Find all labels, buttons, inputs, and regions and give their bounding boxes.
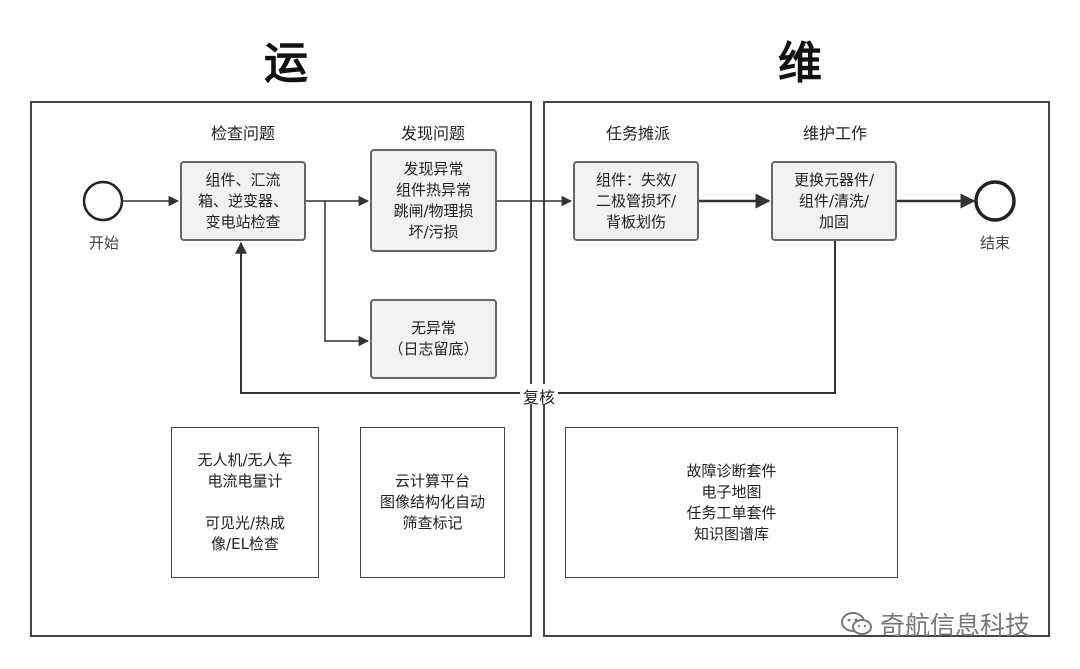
cloud-box: 云计算平台 图像结构化自动 筛查标记 [360, 427, 505, 578]
arrow-inspect-normal [324, 201, 370, 347]
suite-box: 故障诊断套件 电子地图 任务工单套件 知识图谱库 [565, 427, 898, 578]
lane-discover: 发现问题 [401, 124, 466, 143]
normal-box: 无异常 （日志留底） [370, 299, 497, 379]
task-box: 组件：失效/ 二极管损坏/ 背板划伤 [573, 161, 699, 241]
wechat-icon [841, 612, 872, 635]
end-label: 结束 [980, 234, 1011, 252]
end-node [974, 180, 1016, 222]
review-label: 复核 [523, 388, 556, 407]
watermark: 奇航信息科技 [840, 606, 1030, 642]
title-operation: 运 [264, 38, 308, 89]
arrow-review-loop [235, 241, 836, 394]
inspect-box: 组件、汇流 箱、逆变器、 变电站检查 [180, 161, 306, 241]
title-maintenance: 维 [778, 38, 822, 89]
lane-maintenance: 维护工作 [803, 124, 868, 143]
maint-box: 更换元器件/ 组件/清洗/ 加固 [771, 161, 897, 241]
start-node [82, 180, 124, 222]
lane-inspect: 检查问题 [211, 124, 276, 143]
watermark-text: 奇航信息科技 [880, 611, 1031, 640]
found-box: 发现异常 组件热异常 跳闸/物理损 坏/污损 [370, 149, 497, 252]
start-label: 开始 [89, 234, 120, 252]
lane-dispatch: 任务摊派 [606, 124, 671, 143]
tools-box: 无人机/无人车 电流电量计 可见光/热成 像/EL检查 [171, 427, 319, 578]
